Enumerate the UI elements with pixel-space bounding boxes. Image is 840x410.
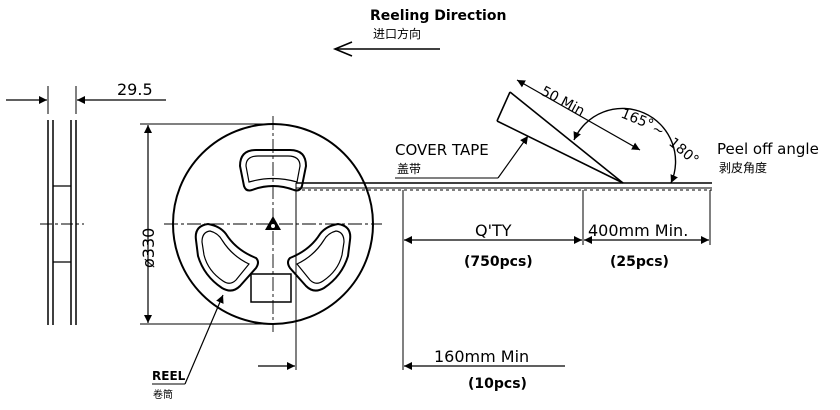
leader-length-label: 160mm Min (434, 347, 529, 366)
cover-tape-cn: 盖带 (397, 162, 421, 176)
cover-tape-label: COVER TAPE (395, 141, 489, 159)
reeling-direction-title: Reeling Direction (370, 8, 506, 24)
reel-leader-line (152, 294, 224, 385)
trailer-length-label: 400mm Min. (588, 221, 688, 240)
diameter-dimension-label: ø330 (139, 228, 158, 268)
reel-label: REEL (152, 369, 186, 383)
peel-off-angle-label: Peel off angle (717, 140, 819, 158)
width-dimension: 29.5 (6, 80, 166, 104)
reel-cn: 卷筒 (153, 388, 173, 401)
cover-tape-leader (395, 135, 529, 179)
width-dimension-label: 29.5 (117, 80, 153, 99)
trailer-count: (25pcs) (610, 254, 669, 270)
peel-angle-min: 165° (619, 106, 656, 133)
carrier-tape (295, 182, 712, 370)
peel-off-angle-cn: 剥皮角度 (719, 160, 767, 175)
peel-angle-tilde: ~ (650, 121, 667, 140)
reel-side-view (40, 86, 84, 325)
peel-length-label: 50 Min (538, 83, 587, 119)
cover-tape-peel (496, 79, 678, 184)
reeling-direction-arrow (332, 41, 440, 57)
diameter-dimension: ø330 (139, 123, 268, 325)
peel-angle-max: 180° (665, 135, 701, 169)
reeling-direction-subtitle: 进口方向 (373, 26, 421, 41)
qty-count: (750pcs) (464, 254, 533, 270)
qty-label: Q'TY (475, 221, 512, 240)
leader-count: (10pcs) (468, 376, 527, 392)
reel-front-view (164, 116, 382, 332)
